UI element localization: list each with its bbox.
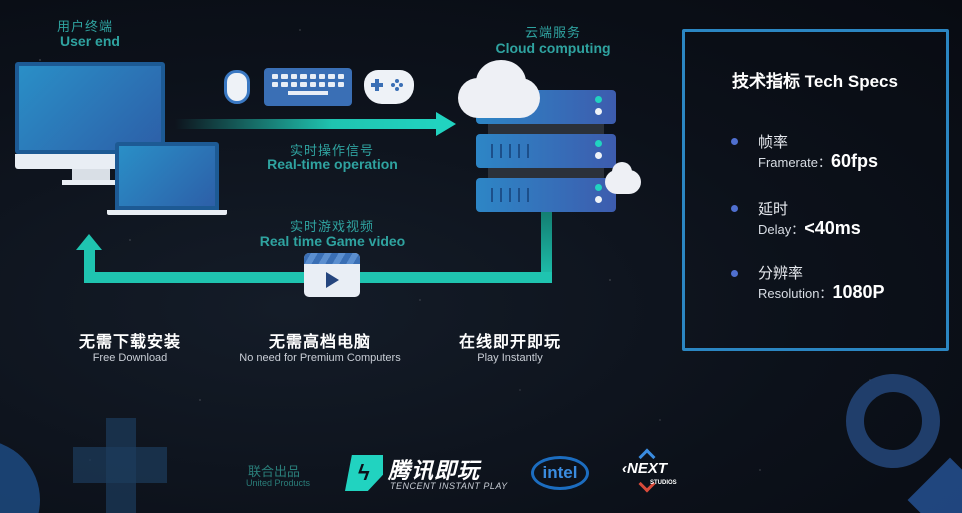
laptop-base: [107, 210, 227, 215]
feature-title: 在线即开即玩: [458, 334, 561, 351]
uplink-arrow: [175, 119, 437, 129]
laptop-icon: [115, 142, 219, 210]
spec-value: <40ms: [804, 218, 861, 238]
spec-value: 1080P: [832, 282, 885, 302]
united-products-label-en: United Products: [246, 478, 311, 488]
uplink-arrow-head: [436, 112, 456, 136]
user-end-label-en: User end: [60, 33, 120, 49]
spec-label: Resolution：: [758, 286, 833, 301]
server-unit: [476, 134, 616, 168]
server-gap: [488, 124, 604, 134]
cloud-label-cn: 云端服务: [524, 25, 581, 40]
spec-delay-cn: 延时: [758, 201, 789, 218]
feature-title: 无需下载安装: [78, 334, 181, 351]
video-play-icon: [304, 253, 360, 297]
intel-logo: intel: [531, 456, 589, 490]
server-gap: [488, 168, 604, 178]
feature-title: 无需高档电脑: [268, 334, 371, 351]
cloud-icon-puff: [476, 60, 526, 104]
bullet-icon: [731, 270, 738, 277]
downlink-label-cn: 实时游戏视频: [289, 219, 374, 234]
decorative-ring: [846, 374, 940, 468]
decorative-plus-shape: [106, 418, 136, 513]
gamepad-icon: [364, 70, 414, 104]
spec-resolution: Resolution：1080P: [758, 282, 885, 303]
feature-no-premium-pc: 无需高档电脑 No need for Premium Computers: [220, 328, 420, 364]
lightning-icon: ϟ: [358, 460, 370, 485]
user-end-label-cn: 用户终端: [56, 19, 113, 34]
downlink-line: [541, 212, 552, 283]
spec-framerate: Framerate：60fps: [758, 151, 878, 172]
mouse-icon: [224, 70, 250, 104]
united-products-label-cn: 联合出品: [248, 464, 301, 479]
downlink-arrow-head: [76, 234, 102, 250]
spec-resolution-cn: 分辨率: [758, 265, 804, 282]
keyboard-icon: [264, 68, 352, 106]
next-studios-logo: ‹NEXT: [622, 460, 667, 477]
spec-value: 60fps: [830, 151, 878, 171]
tencent-instant-play-en: TENCENT INSTANT PLAY: [390, 481, 508, 491]
server-unit: [476, 178, 616, 212]
monitor-base: [62, 180, 120, 185]
uplink-label-en: Real-time operation: [267, 156, 398, 172]
cloud-label-en: Cloud computing: [495, 40, 611, 56]
next-studios-sub: STUDIOS: [650, 480, 677, 486]
desktop-monitor-icon: [15, 62, 165, 154]
tech-specs-panel: [682, 29, 949, 351]
small-cloud-icon-puff: [612, 162, 632, 182]
spec-framerate-cn: 帧率: [758, 134, 789, 151]
tencent-instant-play-cn: 腾讯即玩: [388, 458, 481, 483]
downlink-label-en: Real time Game video: [259, 233, 406, 249]
uplink-label-cn: 实时操作信号: [289, 143, 374, 158]
feature-subtitle: Play Instantly: [477, 352, 543, 364]
monitor-stand: [72, 169, 110, 180]
bullet-icon: [731, 205, 738, 212]
feature-play-instantly: 在线即开即玩 Play Instantly: [440, 328, 580, 364]
feature-subtitle: No need for Premium Computers: [239, 352, 401, 364]
tech-specs-title: 技术指标 Tech Specs: [732, 72, 898, 91]
spec-label: Framerate：: [758, 155, 831, 170]
spec-label: Delay：: [758, 222, 805, 237]
spec-delay: Delay：<40ms: [758, 218, 861, 239]
downlink-line: [84, 248, 95, 283]
bullet-icon: [731, 138, 738, 145]
feature-free-download: 无需下载安装 Free Download: [60, 328, 200, 364]
feature-subtitle: Free Download: [92, 352, 168, 364]
